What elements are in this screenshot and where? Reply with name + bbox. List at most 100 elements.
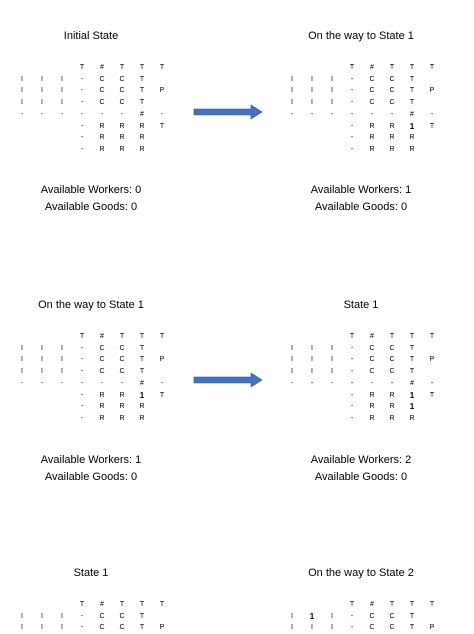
grid-cell: I <box>291 344 293 352</box>
grid-cell: - <box>100 379 104 387</box>
panel-title: On the way to State 2 <box>308 567 414 579</box>
grid-cell: C <box>119 87 125 95</box>
grid-cell: C <box>369 87 375 95</box>
grid-cell: C <box>119 344 125 352</box>
grid-cell: C <box>119 368 125 376</box>
grid-cell: C <box>99 356 105 364</box>
grid-cell: C <box>369 99 375 107</box>
grid-cell: I <box>61 75 63 83</box>
grid-cell: C <box>119 624 125 632</box>
available-workers-label: Available Workers: 1 <box>310 184 412 196</box>
grid-cell: - <box>350 391 354 399</box>
grid-cell: C <box>99 99 105 107</box>
grid-cell: - <box>350 110 354 118</box>
grid-cell: - <box>80 368 84 376</box>
grid-cell: R <box>139 134 145 142</box>
grid-cell: I <box>311 75 313 83</box>
grid-cell: - <box>80 391 84 399</box>
grid-cell: I <box>61 356 63 364</box>
grid-cell: I <box>41 368 43 376</box>
grid-cell: I <box>331 99 333 107</box>
grid-cell: - <box>370 110 374 118</box>
grid-cell: I <box>21 344 23 352</box>
grid-cell: R <box>389 122 395 130</box>
grid-cell: I <box>291 75 293 83</box>
grid-cell: C <box>119 75 125 83</box>
grid-cell: T <box>119 601 125 608</box>
grid-cell: T <box>409 601 415 608</box>
grid-cell: C <box>369 344 375 352</box>
grid-cell: R <box>369 134 375 142</box>
grid-cell: - <box>350 122 354 130</box>
grid-cell: - <box>20 110 24 118</box>
grid-cell: I <box>21 87 23 95</box>
available-workers-label: Available Workers: 1 <box>40 454 142 466</box>
grid-cell: R <box>99 414 105 422</box>
grid-cell: - <box>350 356 354 364</box>
grid-cell: C <box>369 624 375 632</box>
grid-cell: - <box>80 110 84 118</box>
panel-title: Initial State <box>63 30 119 42</box>
grid-cell: - <box>330 379 334 387</box>
grid-cell: - <box>350 414 354 422</box>
grid-cell: I <box>331 75 333 83</box>
grid-cell: R <box>139 403 145 411</box>
grid-cell: T <box>409 368 415 376</box>
grid-cell: C <box>119 612 125 620</box>
grid-cell: R <box>389 403 395 411</box>
grid-cell: T <box>429 391 435 399</box>
available-workers-label: Available Workers: 0 <box>40 184 142 196</box>
grid-cell: T <box>139 356 145 364</box>
available-goods-label: Available Goods: 0 <box>314 471 408 483</box>
grid-cell: T <box>409 87 415 95</box>
grid-cell: C <box>389 99 395 107</box>
grid-cell: T <box>139 344 145 352</box>
grid-cell: - <box>310 379 314 387</box>
grid-cell: T <box>79 333 85 340</box>
grid-cell: I <box>21 612 23 620</box>
grid-cell: R <box>409 145 415 153</box>
grid-cell: T <box>79 64 85 71</box>
grid-cell: T <box>409 333 415 340</box>
grid-cell: - <box>80 403 84 411</box>
grid-cell: 1 <box>309 611 315 621</box>
grid-cell: R <box>369 145 375 153</box>
grid-cell: - <box>330 110 334 118</box>
grid-cell: T <box>119 64 125 71</box>
grid-cell: R <box>369 403 375 411</box>
grid-cell: T <box>409 99 415 107</box>
grid-cell: R <box>409 134 415 142</box>
grid-cell: I <box>331 624 333 632</box>
available-workers-label: Available Workers: 2 <box>310 454 412 466</box>
grid-cell: P <box>159 356 165 364</box>
grid-cell: R <box>99 403 105 411</box>
grid-cell: C <box>369 75 375 83</box>
grid-cell: # <box>100 333 104 340</box>
grid-cell: I <box>291 87 293 95</box>
available-goods-label: Available Goods: 0 <box>44 471 138 483</box>
grid-cell: T <box>139 624 145 632</box>
grid-cell: I <box>21 99 23 107</box>
grid-cell: - <box>350 379 354 387</box>
grid-cell: R <box>409 414 415 422</box>
grid-cell: R <box>139 122 145 130</box>
grid-cell: - <box>160 110 164 118</box>
grid-cell: I <box>61 624 63 632</box>
grid-cell: R <box>99 391 105 399</box>
grid-cell: C <box>99 368 105 376</box>
grid-cell: - <box>350 145 354 153</box>
grid-cell: T <box>79 601 85 608</box>
grid-cell: R <box>369 391 375 399</box>
grid-cell: # <box>410 110 414 118</box>
grid-cell: I <box>291 99 293 107</box>
grid-cell: - <box>430 110 434 118</box>
